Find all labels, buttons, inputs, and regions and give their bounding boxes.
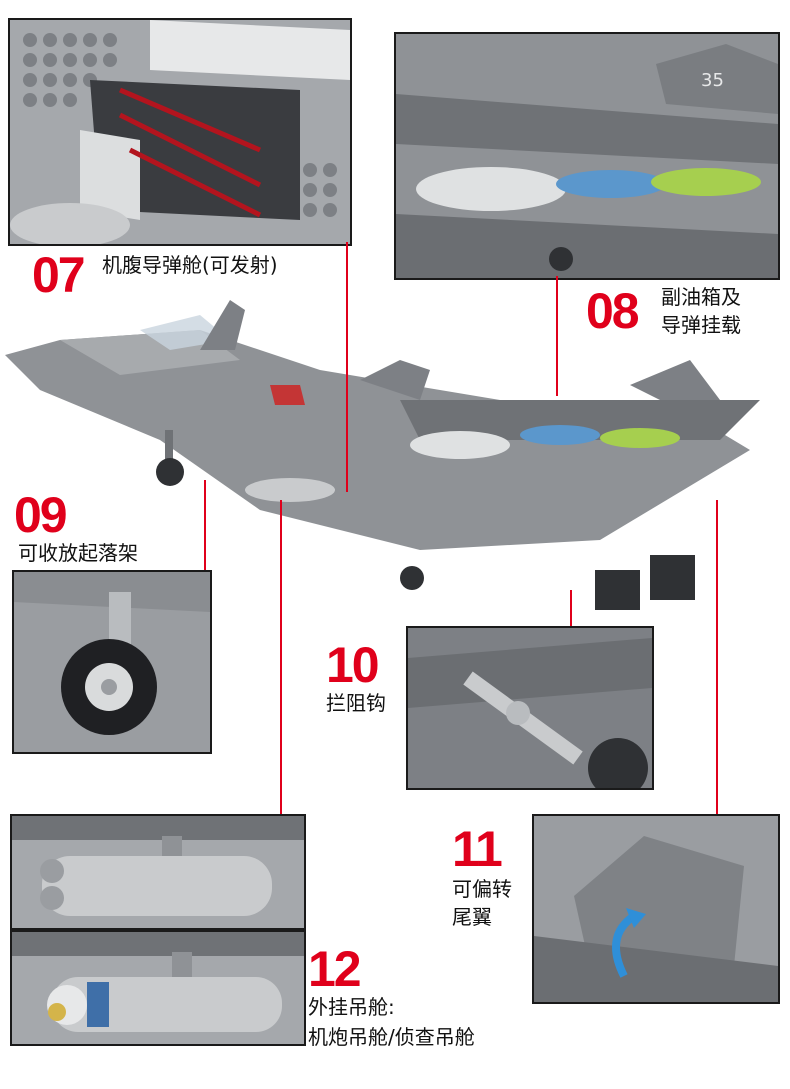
- feature-07-number: 07: [32, 247, 86, 303]
- panel-07-missile-bay: [8, 18, 352, 246]
- leader-line-10: [570, 590, 572, 626]
- feature-08-label-line2: 导弹挂载: [661, 313, 741, 337]
- leader-line-12: [280, 500, 282, 814]
- feature-09-number: 09: [14, 487, 68, 543]
- feature-12-label-line2: 机炮吊舱/侦查吊舱: [308, 1025, 475, 1049]
- feature-11-label-line1: 可偏转: [452, 877, 512, 901]
- panel-12-recon-pod: [10, 930, 306, 1046]
- leader-line-09: [204, 480, 206, 570]
- feature-12-label-line1: 外挂吊舱:: [308, 995, 395, 1019]
- recon-pod-image: [12, 932, 304, 1044]
- leader-line-11: [716, 500, 718, 814]
- panel-09-landing-gear: [12, 570, 212, 754]
- feature-07-label: 机腹导弹舱(可发射): [102, 253, 278, 277]
- feature-08-number: 08: [586, 283, 640, 339]
- feature-11-number: 11: [452, 821, 503, 877]
- cannon-pod-image: [12, 816, 304, 928]
- feature-08-label-line1: 副油箱及: [661, 285, 741, 309]
- fuel-tank-missiles-image: 35: [396, 34, 778, 278]
- feature-12-number: 12: [308, 941, 362, 997]
- panel-08-fuel-tank-missiles: 35: [394, 32, 780, 280]
- feature-11-label-line2: 尾翼: [452, 905, 492, 929]
- arresting-hook-image: [408, 628, 652, 788]
- panel-12-cannon-pod: [10, 814, 306, 930]
- panel-11-deflectable-tail: [532, 814, 780, 1004]
- feature-10-number: 10: [326, 637, 380, 693]
- deflectable-tail-image: [534, 816, 778, 1002]
- leader-line-07: [346, 242, 348, 492]
- panel-10-arresting-hook: [406, 626, 654, 790]
- leader-line-08: [556, 276, 558, 396]
- feature-09-label: 可收放起落架: [18, 541, 138, 565]
- feature-10-label: 拦阻钩: [326, 691, 386, 715]
- fighter-jet-model: [5, 300, 760, 610]
- landing-gear-image: [14, 572, 210, 752]
- tail-number: 35: [701, 70, 724, 91]
- missile-bay-image: [10, 20, 350, 244]
